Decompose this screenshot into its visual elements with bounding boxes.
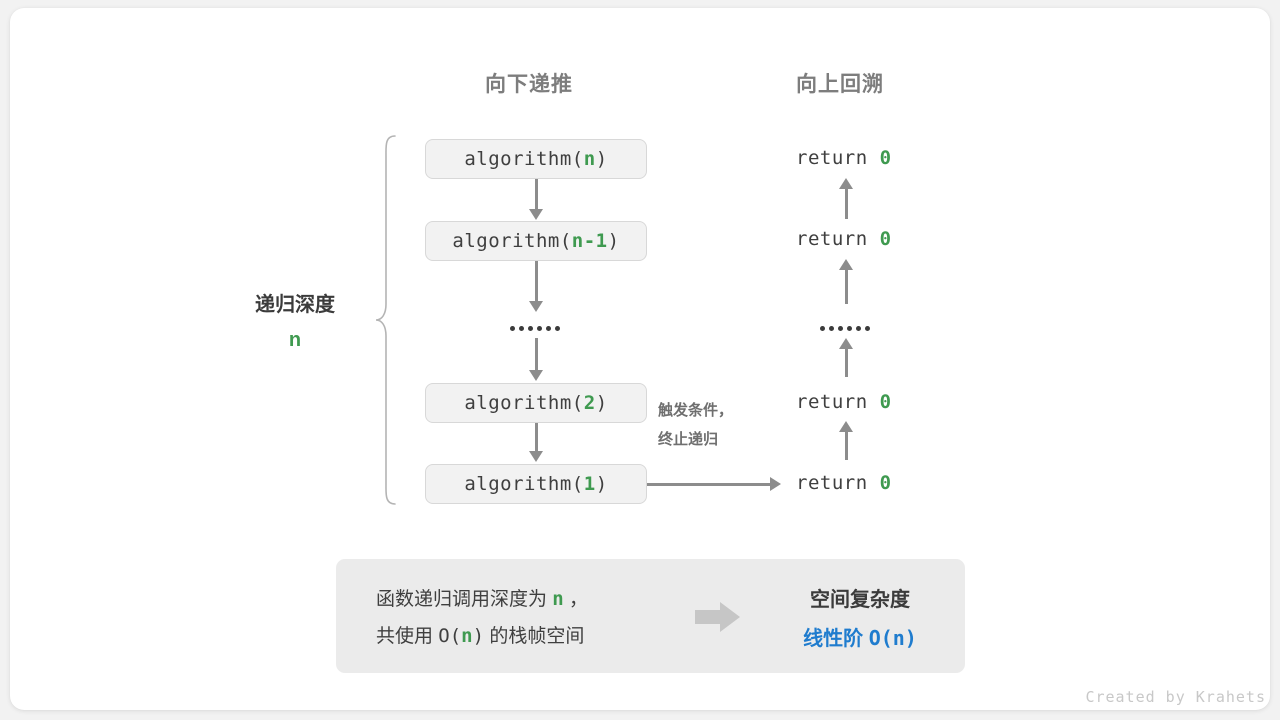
call-box-2[interactable]: algorithm(2) — [425, 383, 647, 423]
recursion-depth-brace — [375, 135, 396, 505]
call-box-1-arg: 1 — [583, 473, 596, 495]
complexity-value-expr: O(n) — [868, 626, 917, 650]
down-arrow-4-shaft — [535, 423, 538, 453]
complexity-value: 线性阶 O(n) — [776, 619, 944, 658]
down-arrow-2-shaft — [535, 261, 538, 303]
complexity-title: 空间复杂度 — [810, 589, 910, 611]
return-line-4-keyword: return — [796, 472, 868, 494]
termination-note: 触发条件， 终止递归 — [658, 397, 733, 454]
return-line-1: return 0 — [796, 147, 892, 169]
call-box-n-minus-1-arg: n-1 — [571, 230, 608, 252]
summary-line1-n: n — [552, 588, 564, 610]
up-arrow-3-shaft — [845, 349, 848, 377]
up-arrow-4-head — [839, 421, 853, 432]
column-header-upward: 向上回溯 — [796, 73, 884, 96]
summary-description: 函数递归调用深度为 n ， 共使用 O(n) 的栈帧空间 — [376, 581, 588, 655]
summary-panel: 函数递归调用深度为 n ， 共使用 O(n) 的栈帧空间 空间复杂度 线性阶 O… — [336, 559, 965, 673]
return-line-4: return 0 — [796, 472, 892, 494]
up-arrow-2-head — [839, 259, 853, 270]
summary-conclusion: 空间复杂度 线性阶 O(n) — [776, 581, 944, 658]
down-arrow-1-shaft — [535, 179, 538, 211]
recursion-depth-label: 递归深度 n — [215, 288, 375, 358]
summary-line2-open: O( — [438, 625, 462, 648]
down-arrow-3-head — [529, 370, 543, 381]
diagram-stage: 向下递推 向上回溯 递归深度 n algorithm(n) algorithm(… — [10, 8, 1270, 710]
return-line-1-keyword: return — [796, 147, 868, 169]
return-line-2: return 0 — [796, 228, 892, 250]
return-line-2-value: 0 — [879, 228, 892, 250]
call-box-n-prefix: algorithm( — [464, 148, 584, 170]
right-block-arrow-icon — [695, 602, 740, 632]
return-line-1-value: 0 — [879, 147, 892, 169]
base-case-arrow-shaft — [647, 483, 772, 486]
return-line-3-value: 0 — [879, 391, 892, 413]
call-box-2-prefix: algorithm( — [464, 392, 584, 414]
call-box-n[interactable]: algorithm(n) — [425, 139, 647, 179]
ellipsis-right — [820, 326, 870, 331]
recursion-depth-value: n — [288, 329, 302, 351]
ellipsis-left — [510, 326, 560, 331]
base-case-arrow-head — [770, 477, 781, 491]
call-box-1[interactable]: algorithm(1) — [425, 464, 647, 504]
summary-description-line1: 函数递归调用深度为 n ， — [376, 581, 588, 618]
call-box-n-minus-1-suffix: ) — [607, 230, 620, 252]
up-arrow-2-shaft — [845, 270, 848, 304]
summary-description-line2: 共使用 O(n) 的栈帧空间 — [376, 618, 588, 655]
call-box-2-arg: 2 — [583, 392, 596, 414]
recursion-depth-text: 递归深度 — [255, 294, 335, 316]
down-arrow-1-head — [529, 209, 543, 220]
down-arrow-2-head — [529, 301, 543, 312]
return-line-4-value: 0 — [879, 472, 892, 494]
summary-line2-text-a: 共使用 — [376, 626, 439, 648]
diagram-card: 向下递推 向上回溯 递归深度 n algorithm(n) algorithm(… — [10, 8, 1270, 710]
call-box-n-arg: n — [583, 148, 596, 170]
down-arrow-3-shaft — [535, 338, 538, 372]
termination-note-line2: 终止递归 — [658, 430, 719, 448]
down-arrow-4-head — [529, 451, 543, 462]
complexity-value-label: 线性阶 — [803, 628, 869, 650]
up-arrow-1-head — [839, 178, 853, 189]
call-box-n-minus-1-prefix: algorithm( — [452, 230, 572, 252]
up-arrow-3-head — [839, 338, 853, 349]
summary-line2-close: ) — [472, 625, 485, 648]
up-arrow-4-shaft — [845, 432, 848, 460]
column-header-downward: 向下递推 — [485, 73, 573, 96]
termination-note-line1: 触发条件， — [658, 402, 734, 419]
call-box-n-suffix: ) — [595, 148, 608, 170]
return-line-3-keyword: return — [796, 391, 868, 413]
return-line-2-keyword: return — [796, 228, 868, 250]
summary-line1-text-a: 函数递归调用深度为 — [376, 589, 553, 610]
return-line-3: return 0 — [796, 391, 892, 413]
up-arrow-1-shaft — [845, 189, 848, 219]
call-box-n-minus-1[interactable]: algorithm(n-1) — [425, 221, 647, 261]
summary-line2-n: n — [461, 625, 473, 648]
summary-line1-text-b: ， — [563, 589, 589, 610]
call-box-2-suffix: ) — [595, 392, 608, 414]
summary-line2-text-b: 的栈帧空间 — [484, 626, 585, 648]
credit-text: Created by Krahets — [1085, 688, 1266, 706]
call-box-1-prefix: algorithm( — [464, 473, 584, 495]
call-box-1-suffix: ) — [595, 473, 608, 495]
